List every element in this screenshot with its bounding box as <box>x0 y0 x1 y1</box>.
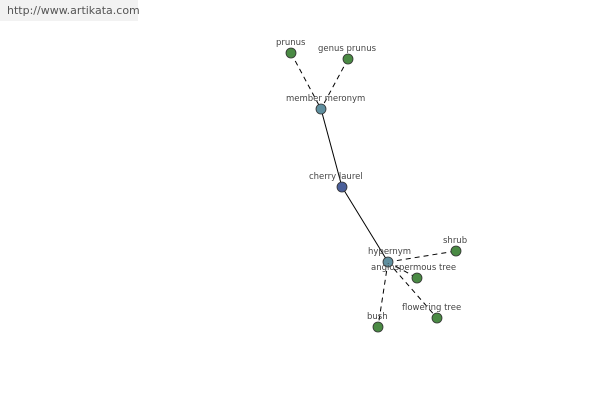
node-marker-shrub[interactable] <box>450 245 462 257</box>
node-marker-cherry-laurel[interactable] <box>336 181 348 193</box>
node-label-member-meronym: member meronym <box>286 94 365 104</box>
edge-prunus-to-member-meronym <box>290 52 322 110</box>
node-member-meronym[interactable]: member meronym <box>286 94 365 115</box>
node-label-flowering-tree: flowering tree <box>402 303 461 313</box>
edge-genus-prunus-to-member-meronym <box>320 58 349 110</box>
edges-layer <box>290 52 457 328</box>
node-marker-prunus[interactable] <box>285 47 297 59</box>
node-marker-angiospermous-tree[interactable] <box>411 272 423 284</box>
node-marker-hypernym[interactable] <box>382 256 394 268</box>
node-label-cherry-laurel: cherry laurel <box>309 172 363 182</box>
node-angiospermous-tree[interactable]: angiospermous tree <box>371 263 456 284</box>
node-label-genus-prunus: genus prunus <box>318 44 377 54</box>
node-marker-bush[interactable] <box>372 321 384 333</box>
edge-hypernym-to-flowering-tree <box>387 261 438 319</box>
node-marker-member-meronym[interactable] <box>315 103 327 115</box>
node-label-hypernym: hypernym <box>368 247 411 257</box>
edge-hypernym-to-angiospermous-tree <box>387 261 418 279</box>
node-marker-genus-prunus[interactable] <box>342 53 354 65</box>
node-hypernym[interactable]: hypernym <box>368 247 411 268</box>
node-label-shrub: shrub <box>443 236 467 246</box>
node-shrub[interactable]: shrub <box>443 236 467 257</box>
node-flowering-tree[interactable]: flowering tree <box>402 303 461 324</box>
site-url[interactable]: http://www.artikata.com <box>7 4 140 17</box>
node-marker-flowering-tree[interactable] <box>431 312 443 324</box>
url-banner: http://www.artikata.com <box>0 0 140 21</box>
edge-hypernym-to-shrub <box>387 250 457 263</box>
node-prunus[interactable]: prunus <box>276 38 306 59</box>
nodes-layer: prunus genus prunus member meronym cherry l… <box>276 38 467 333</box>
edge-hypernym-to-bush <box>377 261 389 328</box>
node-bush[interactable]: bush <box>367 312 388 333</box>
node-label-angiospermous-tree: angiospermous tree <box>371 263 456 273</box>
node-genus-prunus[interactable]: genus prunus <box>318 44 377 65</box>
node-label-prunus: prunus <box>276 38 306 48</box>
node-label-bush: bush <box>367 312 388 322</box>
edge-cherry-laurel-to-hypernym <box>341 186 389 263</box>
edge-member-meronym-to-cherry-laurel <box>320 108 343 188</box>
node-cherry-laurel[interactable]: cherry laurel <box>309 172 363 193</box>
